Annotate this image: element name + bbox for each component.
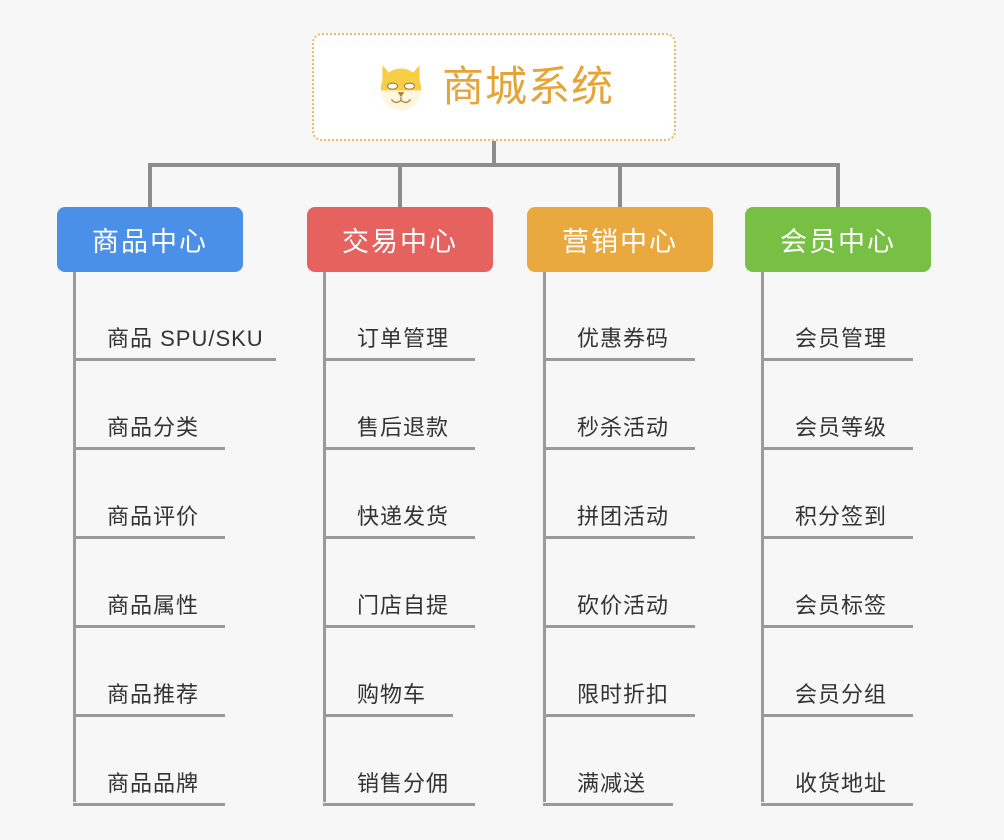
leaf-label: 满减送 <box>577 771 647 796</box>
leaf-rule <box>73 536 225 539</box>
leaf-label: 拼团活动 <box>577 504 670 529</box>
category-title: 营销中心 <box>562 227 678 257</box>
leaf-label: 商品属性 <box>107 593 200 618</box>
connector-drop-4 <box>836 163 840 209</box>
leaf-rule <box>323 714 453 717</box>
root-node[interactable]: 商城系统 <box>312 33 676 141</box>
leaf-label: 收货地址 <box>795 771 888 796</box>
leaf-rule <box>761 625 913 628</box>
leaf-rule <box>323 447 475 450</box>
category-header-product-center[interactable]: 商品中心 <box>57 207 243 272</box>
leaf-rule <box>543 625 695 628</box>
leaf-label: 优惠券码 <box>577 326 670 351</box>
leaf-rule <box>73 714 225 717</box>
category-title: 会员中心 <box>780 227 896 257</box>
leaf-label: 秒杀活动 <box>577 415 670 440</box>
category-header-member-center[interactable]: 会员中心 <box>745 207 931 272</box>
category-title: 交易中心 <box>342 227 458 257</box>
leaf-rule <box>761 536 913 539</box>
connector-drop-3 <box>618 163 622 209</box>
leaf-label: 快递发货 <box>357 504 450 529</box>
leaf-label: 销售分佣 <box>357 771 450 796</box>
leaf-rule <box>543 447 695 450</box>
leaf-rule <box>761 447 913 450</box>
leaf-rule <box>73 447 225 450</box>
category-title: 商品中心 <box>92 227 208 257</box>
leaf-label: 门店自提 <box>357 593 450 618</box>
leaf-rule <box>73 358 276 361</box>
leaf-label: 会员等级 <box>795 415 888 440</box>
leaf-rule <box>323 536 475 539</box>
category-header-marketing-center[interactable]: 营销中心 <box>527 207 713 272</box>
leaf-rule <box>323 358 475 361</box>
leaf-label: 会员标签 <box>795 593 888 618</box>
connector-horizontal-bus <box>148 163 840 167</box>
leaf-label: 售后退款 <box>357 415 450 440</box>
leaf-rule <box>323 625 475 628</box>
leaf-label: 商品品牌 <box>107 771 200 796</box>
connector-drop-2 <box>398 163 402 209</box>
leaf-label: 订单管理 <box>357 326 450 351</box>
leaf-rule <box>761 714 913 717</box>
leaf-label: 积分签到 <box>795 504 888 529</box>
connector-root-stub <box>492 141 496 165</box>
leaf-rule <box>543 714 695 717</box>
leaf-label: 砍价活动 <box>577 593 670 618</box>
leaf-label: 会员管理 <box>795 326 888 351</box>
leaf-rule <box>323 803 475 806</box>
root-title: 商城系统 <box>441 63 614 110</box>
leaf-rule <box>73 625 225 628</box>
connector-drop-1 <box>148 163 152 209</box>
leaf-label: 商品推荐 <box>107 682 200 707</box>
leaf-rule <box>761 358 913 361</box>
leaf-label: 会员分组 <box>795 682 888 707</box>
leaf-rule <box>543 536 695 539</box>
leaf-label: 商品评价 <box>107 504 200 529</box>
leaf-label: 商品 SPU/SKU <box>107 326 264 351</box>
dog-face-icon <box>380 65 422 111</box>
leaf-rule <box>543 358 695 361</box>
leaf-label: 限时折扣 <box>577 682 670 707</box>
leaf-rule <box>761 803 913 806</box>
leaf-rule <box>73 803 225 806</box>
category-header-trade-center[interactable]: 交易中心 <box>307 207 493 272</box>
leaf-rule <box>543 803 673 806</box>
leaf-label: 购物车 <box>357 682 427 707</box>
leaf-label: 商品分类 <box>107 415 200 440</box>
